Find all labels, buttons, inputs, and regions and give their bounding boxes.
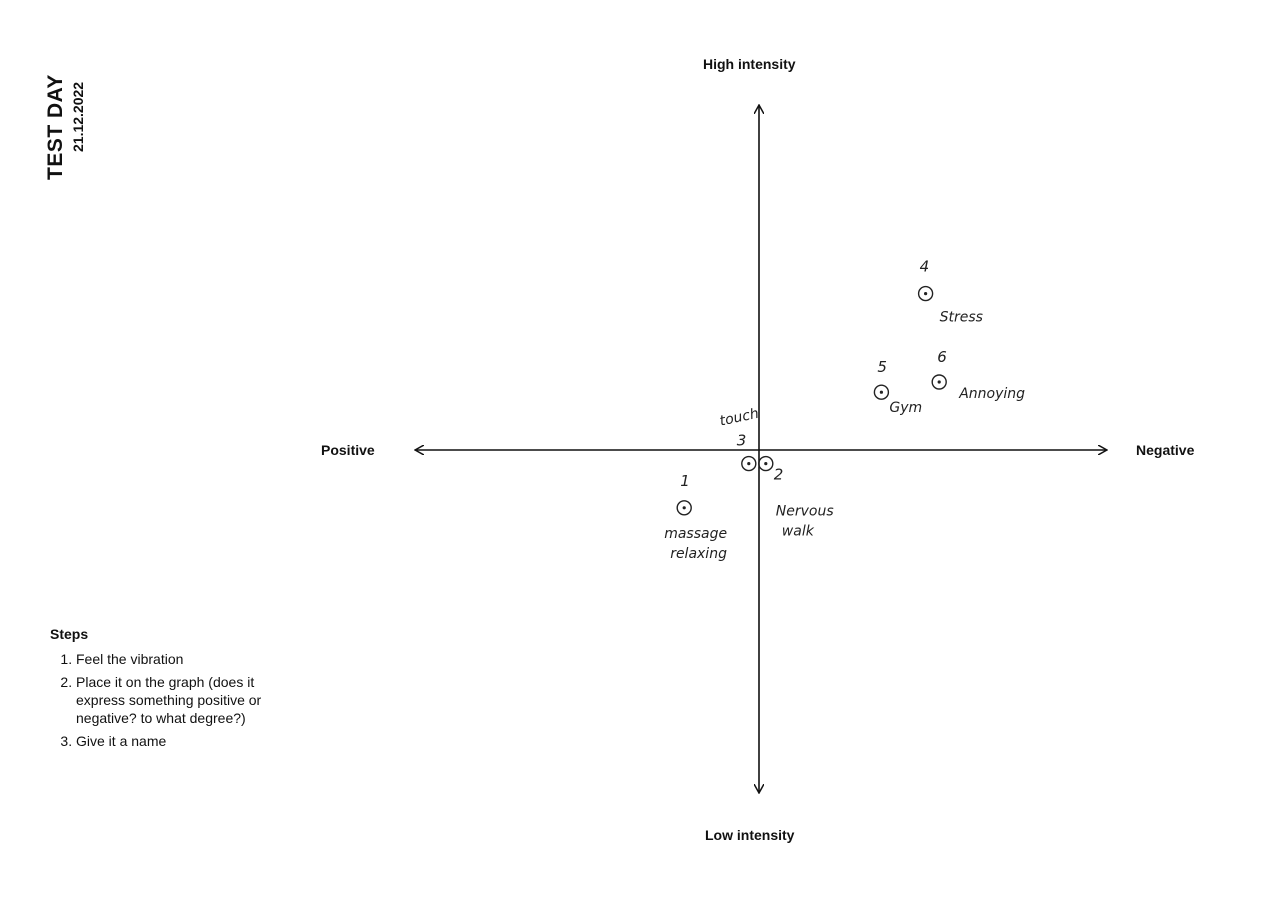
step-item: Give it a name (76, 732, 270, 750)
axis-label-negative: Negative (1136, 442, 1195, 458)
point-marker-center (937, 380, 941, 384)
steps-list: Feel the vibration Place it on the graph… (50, 650, 270, 750)
point-label: Gym (889, 400, 922, 416)
point-label: Annoying (958, 386, 1025, 402)
point-number: 1 (680, 472, 690, 490)
data-point-3: 3 touch (718, 406, 760, 472)
step-item: Feel the vibration (76, 650, 270, 668)
point-marker (758, 455, 774, 472)
point-marker-center (747, 462, 751, 466)
axis-label-positive: Positive (321, 442, 375, 458)
point-marker (741, 455, 757, 472)
point-label: touch (718, 406, 760, 430)
point-marker-center (879, 390, 884, 394)
step-item: Place it on the graph (does it express s… (76, 673, 270, 727)
point-marker (873, 384, 890, 400)
point-marker (917, 285, 934, 302)
axis-label-high-intensity: High intensity (703, 56, 796, 72)
axis-label-low-intensity: Low intensity (705, 827, 795, 843)
point-number: 6 (937, 348, 947, 366)
steps-heading: Steps (50, 626, 89, 642)
point-marker (676, 500, 692, 516)
point-marker (931, 374, 947, 390)
point-label: Stress (940, 310, 983, 326)
point-marker-center (924, 292, 928, 296)
point-number: 5 (877, 358, 887, 376)
point-number: 3 (737, 432, 747, 450)
steps-panel: Steps Feel the vibration Place it on the… (50, 626, 270, 755)
point-marker-center (764, 462, 768, 466)
point-number: 4 (920, 258, 930, 276)
point-marker-center (682, 506, 686, 510)
point-number: 2 (774, 466, 784, 484)
